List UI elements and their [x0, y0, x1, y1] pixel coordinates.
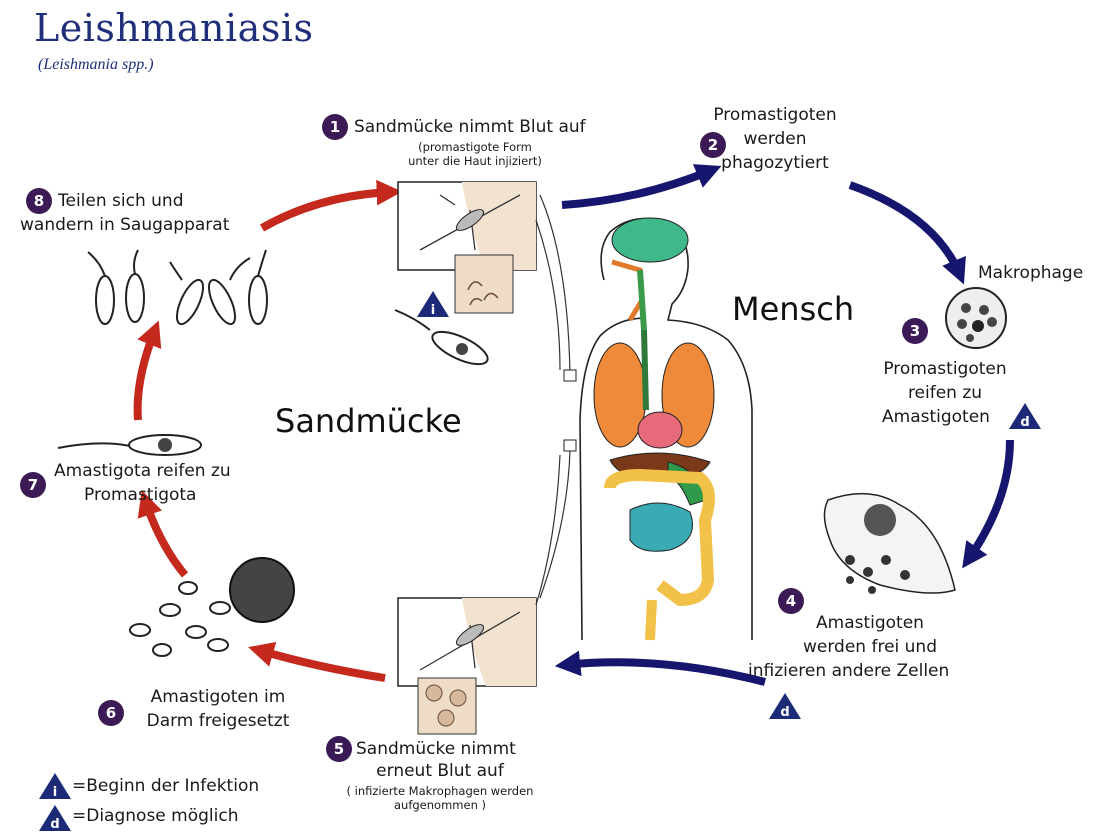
step-4-label-3: infizieren andere Zellen [748, 660, 949, 682]
step-1-detail-2: unter die Haut injiziert) [390, 154, 560, 168]
svg-text:i: i [431, 303, 435, 318]
arrow-6-to-7 [145, 500, 185, 575]
macrophage-annotation: Makrophage [978, 262, 1083, 284]
step-8-label-1: Teilen sich und [58, 190, 183, 212]
arrow-2-to-3 [850, 185, 960, 275]
step-1-label: Sandmücke nimmt Blut auf [354, 116, 586, 138]
diagnosis-badge-step-3: d [1008, 402, 1042, 430]
step-8-number: 8 [26, 188, 52, 214]
step-5-label-1: Sandmücke nimmt [356, 738, 516, 760]
legend-infection-icon: i [38, 772, 72, 800]
step-1-number: 1 [322, 114, 348, 140]
legend-infection-label: =Beginn der Infektion [72, 776, 259, 796]
diagnosis-badge-step-4: d [768, 692, 802, 720]
step-6-label-1: Amastigoten im [118, 686, 318, 708]
step-3-number: 3 [902, 318, 928, 344]
step-3-label-1: Promastigoten [870, 358, 1020, 380]
infection-badge: i [416, 290, 450, 318]
step-4-label-2: werden frei und [760, 636, 980, 658]
svg-text:i: i [53, 785, 57, 800]
bite-illustration-bottom [398, 598, 536, 734]
step-1-detail-1: (promastigote Form [390, 140, 560, 154]
step-2-number: 2 [700, 132, 726, 158]
step-4-number: 4 [778, 588, 804, 614]
step-7-label-2: Promastigota [84, 484, 196, 506]
step-5-detail-2: aufgenommen ) [320, 798, 560, 812]
svg-text:d: d [50, 817, 59, 832]
step-5-detail-1: ( infizierte Makrophagen werden [320, 784, 560, 798]
step-3-label-2: reifen zu [870, 382, 1020, 404]
arrow-8-to-1 [262, 192, 392, 228]
legend-diagnosis-label: =Diagnose möglich [72, 806, 238, 826]
promastigote-maturing-illustration [58, 435, 201, 455]
region-label-sandfly: Sandmücke [275, 402, 462, 440]
step-5-number: 5 [326, 736, 352, 762]
region-label-human: Mensch [732, 290, 854, 328]
svg-text:d: d [1020, 415, 1029, 430]
human-body [580, 218, 752, 640]
step-3-label-3: Amastigoten [882, 406, 990, 428]
diagram-subtitle: (Leishmania spp.) [38, 56, 154, 74]
amastigotes-in-gut-illustration [130, 558, 294, 656]
step-5-label-2: erneut Blut auf [340, 760, 540, 782]
legend-diagnosis-icon: d [38, 804, 72, 832]
arrow-3-to-4 [968, 440, 1010, 560]
step-2-label-3: phagozytiert [700, 152, 850, 174]
arrow-5-to-6 [258, 650, 385, 678]
step-6-label-2: Darm freigesetzt [118, 710, 318, 732]
arrow-7-to-8 [138, 330, 155, 420]
arrow-1-to-2 [562, 170, 712, 205]
step-8-label-2: wandern in Saugapparat [20, 214, 229, 236]
macrophage-illustration [946, 288, 1006, 348]
diagram-title: Leishmaniasis [34, 6, 313, 50]
ruptured-macrophage-illustration [824, 494, 955, 594]
step-7-number: 7 [20, 472, 46, 498]
step-7-label-1: Amastigota reifen zu [54, 460, 231, 482]
dividing-promastigotes-illustration [88, 250, 267, 328]
injected-promastigote-illustration [395, 310, 492, 371]
step-4-label-1: Amastigoten [760, 612, 980, 634]
svg-text:d: d [780, 705, 789, 720]
arrow-4-to-5 [565, 662, 765, 682]
step-2-label-1: Promastigoten [700, 104, 850, 126]
